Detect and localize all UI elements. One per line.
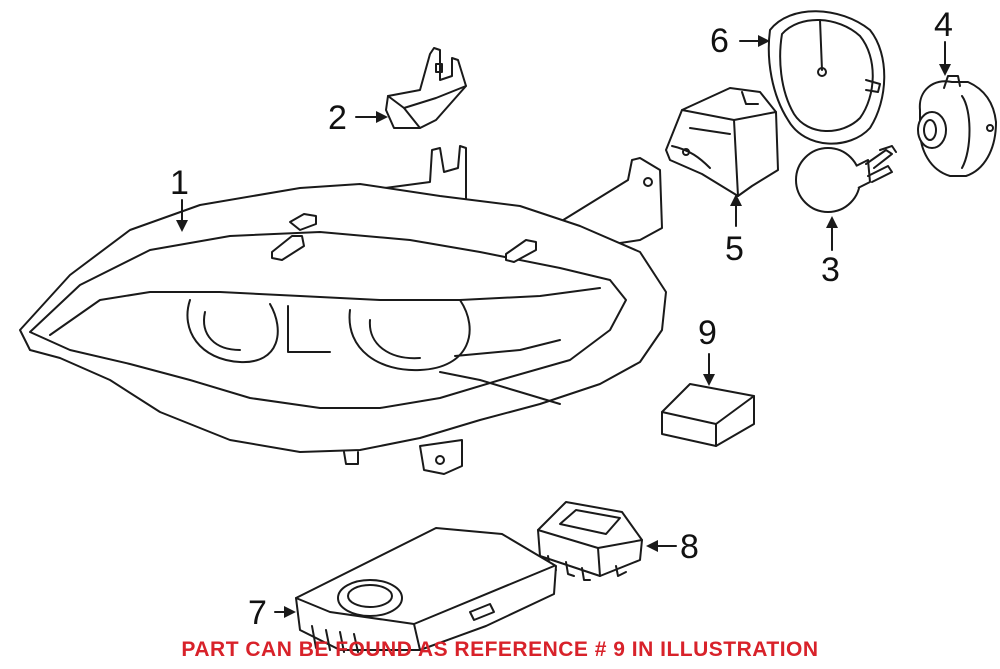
part-9-module (661, 383, 755, 447)
callout-3: 3 (821, 251, 840, 289)
callout-4: 4 (934, 6, 953, 44)
callout-5: 5 (725, 230, 744, 268)
part-8-control-unit (537, 501, 643, 581)
leader-arrows (176, 35, 951, 618)
part-7-ballast (295, 527, 557, 653)
callout-2: 2 (328, 99, 347, 137)
reference-note: PART CAN BE FOUND AS REFERENCE # 9 IN IL… (181, 638, 819, 661)
part-3-bulb (795, 145, 897, 213)
part-6-cover-cap (767, 10, 886, 145)
callout-8: 8 (680, 528, 699, 566)
callout-1: 1 (170, 164, 189, 202)
part-4-socket (917, 75, 997, 177)
callout-9: 9 (698, 314, 717, 352)
callout-6: 6 (710, 22, 729, 60)
callout-7: 7 (248, 594, 267, 632)
part-2-bracket (385, 47, 467, 129)
part-5-bulb-holder (665, 87, 779, 197)
part-1-headlight-assembly (19, 145, 667, 475)
